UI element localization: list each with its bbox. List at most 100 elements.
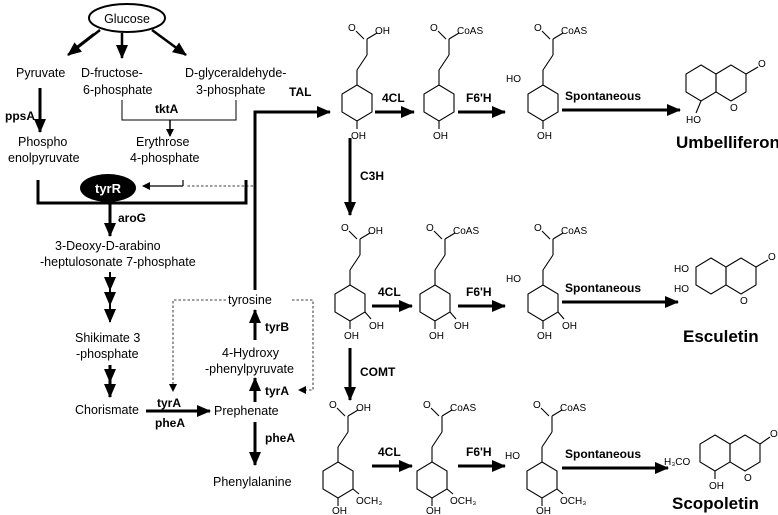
s3p-label-2: -phosphate xyxy=(76,347,139,361)
shikimate-pathway: Glucose Pyruvate D-fructose- 6-phosphate… xyxy=(5,3,331,489)
ferulic-acid-structure: OH O OH OCH₃ xyxy=(322,400,382,515)
ho-text: HO xyxy=(506,74,521,85)
o-text: O xyxy=(423,400,431,411)
ho-text: HO xyxy=(674,284,689,295)
row3-f6h-label: F6'H xyxy=(466,445,492,459)
oh-text: OH xyxy=(562,321,577,332)
scopoletin-label: Scopoletin xyxy=(672,494,759,513)
o-text: O xyxy=(758,59,766,70)
row2-f6h-label: F6'H xyxy=(466,285,492,299)
phenylalanine-label: Phenylalanine xyxy=(213,475,292,489)
TAL-arrow xyxy=(253,106,331,290)
pheA-label-2: pheA xyxy=(265,431,295,445)
tyrR-label: tyrR xyxy=(95,181,122,196)
o-text: O xyxy=(768,252,776,263)
tyrA-label-1: tyrA xyxy=(157,396,181,410)
caffeoyl-coa-structure: CoAS O OH OH xyxy=(419,223,479,342)
och3-text: OCH₃ xyxy=(356,496,382,507)
oh-text: OH xyxy=(536,506,551,515)
prephenate-label: Prephenate xyxy=(214,404,279,418)
o-text: O xyxy=(426,223,434,234)
chorismate-label: Chorismate xyxy=(75,403,139,417)
ho-text: HO xyxy=(674,264,689,275)
o-text: O xyxy=(730,103,738,114)
tyrosine-label: tyrosine xyxy=(228,293,272,307)
tyrR-ellipse xyxy=(80,174,136,202)
o-text: O xyxy=(770,429,778,440)
tyrR-merge-bracket xyxy=(36,180,248,205)
p-coumaric-acid-structure: OH O OH xyxy=(341,23,390,142)
och3-text: OCH₃ xyxy=(560,496,586,507)
umbelliferone-label: Umbelliferone xyxy=(676,133,778,152)
coas-text: CoAS xyxy=(561,226,587,237)
oh-text: OH xyxy=(709,481,724,492)
row3-spontaneous-label: Spontaneous xyxy=(565,447,641,461)
ho-text: HO xyxy=(686,115,701,126)
comt-label: COMT xyxy=(360,365,396,379)
p-coumaroyl-coa-structure: CoAS O OH xyxy=(423,23,483,142)
row1-spontaneous-label: Spontaneous xyxy=(565,89,641,103)
umbelliferone-structure: O O HO xyxy=(685,59,766,126)
oh-text: OH xyxy=(351,131,366,142)
coas-text: CoAS xyxy=(457,26,483,37)
feruloyl-coa-structure: CoAS O OH OCH₃ xyxy=(416,400,476,515)
dahp-label-1: 3-Deoxy-D-arabino xyxy=(55,239,161,253)
oh-text: OH xyxy=(369,321,384,332)
oh-text: OH xyxy=(537,131,552,142)
o-text: O xyxy=(329,400,337,411)
glucose-to-g3p-arrow xyxy=(151,28,187,57)
coas-text: CoAS xyxy=(450,403,476,414)
hydroxy-coumaroyl-coa-structure: CoAS O OH HO xyxy=(506,23,587,142)
oh-text: OH xyxy=(344,331,359,342)
g3p-label-1: D-glyceraldehyde- xyxy=(185,66,286,80)
row1-f6h-label: F6'H xyxy=(466,91,492,105)
f6p-label-1: D-fructose- xyxy=(81,66,143,80)
row2-spontaneous-label: Spontaneous xyxy=(565,281,641,295)
glucose-label: Glucose xyxy=(104,12,150,26)
tyrA-label-2: tyrA xyxy=(265,384,289,398)
pyruvate-label: Pyruvate xyxy=(16,66,65,80)
oh-text: OH xyxy=(356,403,371,414)
esculetin-label: Esculetin xyxy=(683,327,759,346)
f6p-label-2: 6-phosphate xyxy=(83,83,153,97)
pep-label-1: Phospho xyxy=(18,135,67,149)
glucose-ellipse xyxy=(88,3,166,33)
oh-text: OH xyxy=(375,26,390,37)
o-text: O xyxy=(534,223,542,234)
dahp-label-2: -heptulosonate 7-phosphate xyxy=(40,255,196,269)
dihydroxy-caffeoyl-coa-structure: CoAS O OH OH HO xyxy=(506,223,587,342)
o-text: O xyxy=(533,400,541,411)
aroG-label: aroG xyxy=(118,211,146,225)
pep-label-2: enolpyruvate xyxy=(8,151,80,165)
esculetin-structure: O O HO HO xyxy=(674,252,776,307)
ppsA-label: ppsA xyxy=(5,109,35,123)
o-text: O xyxy=(348,23,356,34)
oh-text: OH xyxy=(537,331,552,342)
row1-4cl-label: 4CL xyxy=(382,91,405,105)
feedback-inhibition-dashes xyxy=(169,185,314,394)
o-text: O xyxy=(534,23,542,34)
oh-text: OH xyxy=(426,506,441,515)
o-text: O xyxy=(740,296,748,307)
oh-text: OH xyxy=(368,226,383,237)
hydroxy-feruloyl-coa-structure: CoAS O OH OCH₃ HO xyxy=(505,400,586,515)
s3p-label-1: Shikimate 3 xyxy=(75,331,140,345)
oh-text: OH xyxy=(433,131,448,142)
hpp-label-1: 4-Hydroxy xyxy=(222,346,280,360)
coas-text: CoAS xyxy=(561,26,587,37)
oh-text: OH xyxy=(429,331,444,342)
ho-text: HO xyxy=(505,451,520,462)
coas-text: CoAS xyxy=(453,226,479,237)
g3p-label-2: 3-phosphate xyxy=(196,83,266,97)
o-text: O xyxy=(341,223,349,234)
o-text: O xyxy=(430,23,438,34)
oh-text: OH xyxy=(454,321,469,332)
hpp-label-2: -phenylpyruvate xyxy=(205,362,294,376)
tyrB-label: tyrB xyxy=(265,320,289,334)
e4p-label-2: 4-phosphate xyxy=(130,151,200,165)
o-text: O xyxy=(744,473,752,484)
tktA-bracket xyxy=(121,100,237,137)
glucose-to-pyruvate-arrow xyxy=(67,29,101,56)
coas-text: CoAS xyxy=(560,403,586,414)
